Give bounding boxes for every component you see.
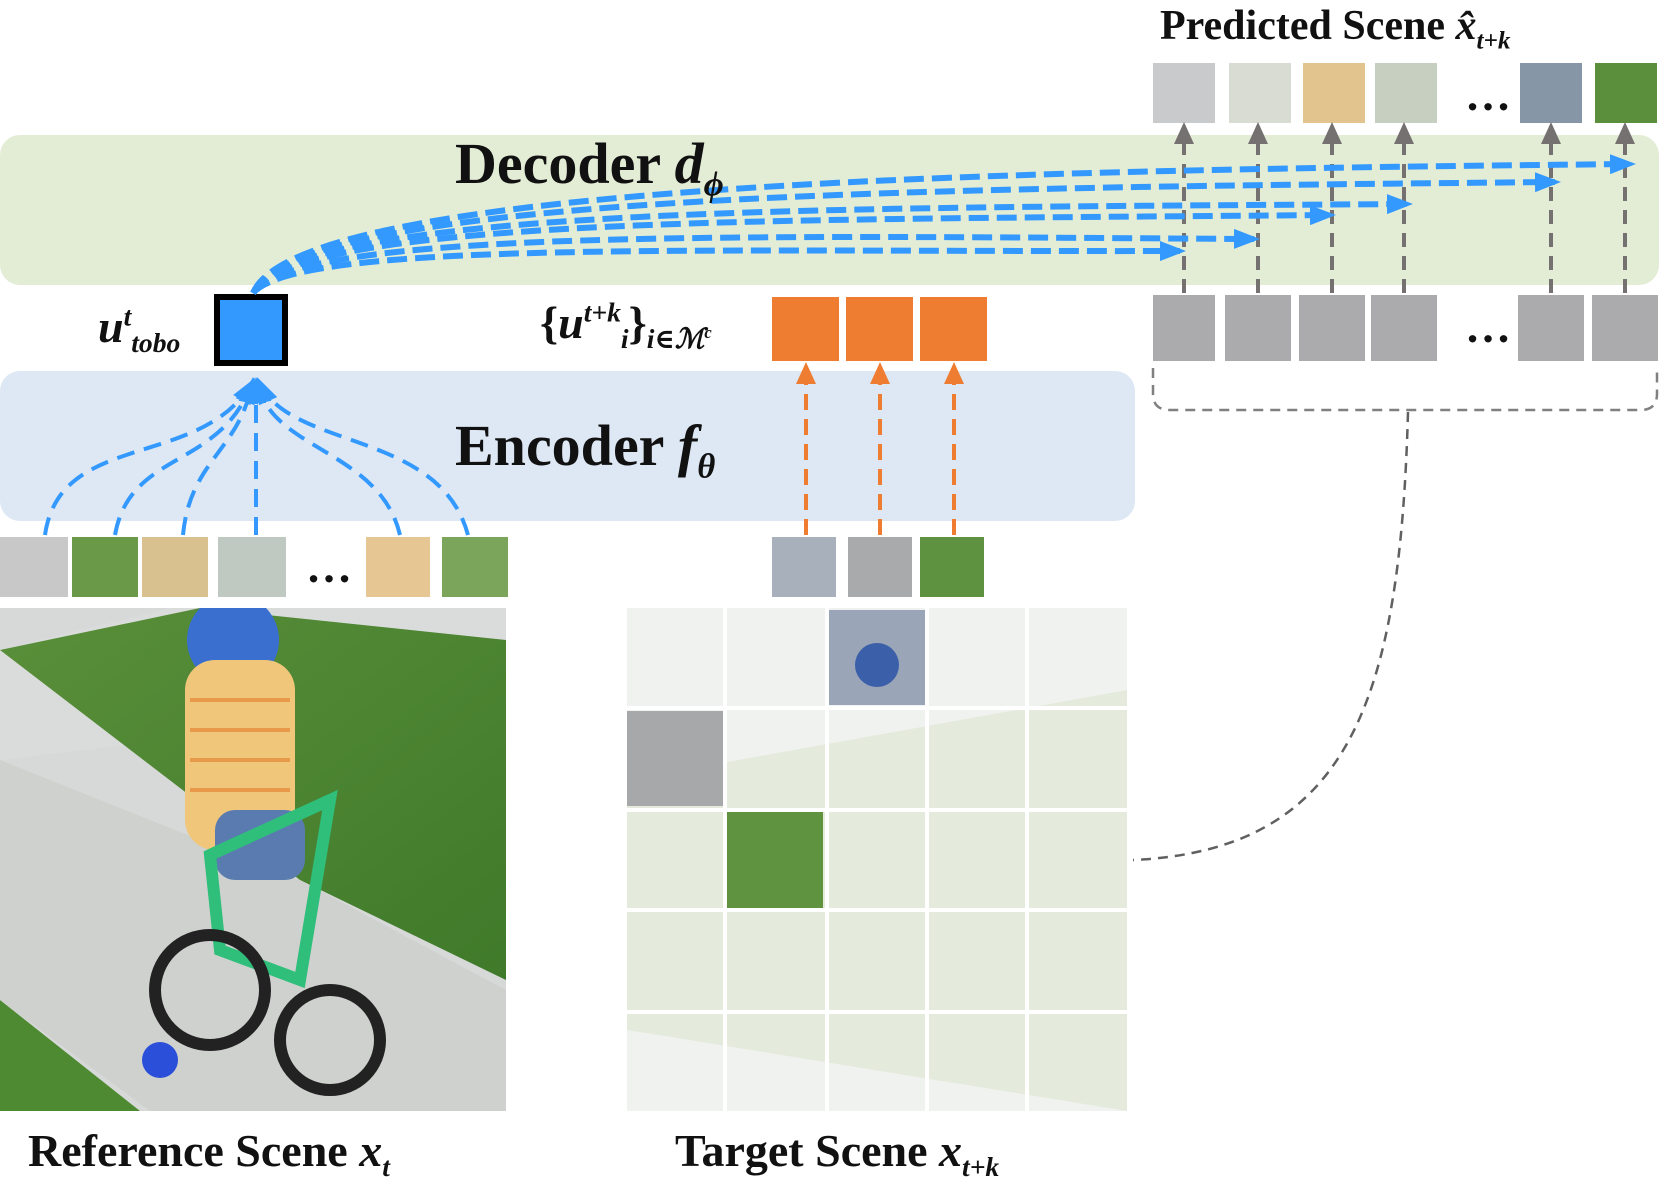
decoder-sub: ϕ: [703, 164, 724, 204]
decoder-output-tokens: [1153, 295, 1658, 361]
tobo-sub: tobo: [131, 327, 181, 359]
reference-patch-strip: [0, 537, 508, 597]
blue-encoder-arrow: [113, 377, 255, 536]
ref-patch: [142, 537, 208, 597]
ref-patch: [0, 537, 68, 597]
target-caption-var: x: [939, 1125, 963, 1176]
predicted-patches: [1153, 63, 1657, 123]
set-open: {: [540, 297, 559, 348]
blue-encoder-arrow: [43, 377, 256, 536]
tobo-var: u: [98, 301, 124, 352]
masked-var: u: [558, 297, 584, 348]
blue-decoder-arrow: [250, 228, 1260, 295]
encoder-sub: θ: [697, 446, 716, 486]
blue-decoder-arrow: [250, 194, 1413, 295]
tobo-token-label: uttobo: [98, 300, 180, 356]
bracket: [1151, 368, 1659, 412]
masked-index: i∈ℳc: [647, 323, 712, 354]
reference-scene-image: [0, 608, 506, 1111]
masked-index-text: i∈ℳ: [646, 323, 705, 355]
reference-caption-text: Reference Scene: [28, 1125, 348, 1176]
target-patch: [848, 537, 912, 597]
masked-tokens: [772, 297, 987, 361]
set-close: }: [628, 297, 647, 348]
masked-tokens-label: {ut+ki}i∈ℳc: [540, 296, 712, 352]
encoder-label: Encoder fθ: [455, 412, 715, 483]
orange-token: [846, 297, 913, 361]
ellipsis-reference: …: [306, 541, 352, 592]
target-visible-patch: [727, 812, 823, 908]
predicted-scene-sub: t+k: [1476, 27, 1511, 55]
grey-token: [1518, 295, 1584, 361]
decoder-text: Decoder: [455, 131, 661, 196]
ref-patch: [72, 537, 138, 597]
ref-patch: [442, 537, 508, 597]
encoder-var: f: [677, 413, 698, 478]
orange-token: [772, 297, 839, 361]
ref-patch: [218, 537, 286, 597]
target-scene-grid: [627, 608, 1127, 1111]
predicted-scene-title: Predicted Scene x̂t+k: [1160, 2, 1510, 53]
blue-encoder-arrow: [251, 377, 402, 536]
grey-token: [1225, 295, 1291, 361]
target-caption: Target Scene xt+k: [675, 1124, 999, 1180]
masked-index-sup: c: [704, 323, 712, 342]
predicted-patch: [1303, 63, 1365, 123]
predicted-patch: [1375, 63, 1437, 123]
grey-arrows: [1174, 122, 1635, 293]
orange-token: [920, 297, 987, 361]
ellipsis-grey: …: [1465, 301, 1511, 352]
target-patch: [772, 537, 836, 597]
ellipsis-predicted: …: [1465, 69, 1511, 120]
bracket-connector: [1132, 411, 1410, 862]
predicted-patch: [1153, 63, 1215, 123]
ref-patch: [366, 537, 430, 597]
reference-caption-sub: t: [382, 1151, 390, 1183]
target-patch-strip: [772, 537, 984, 597]
target-visible-patch: [627, 711, 723, 806]
target-patch: [920, 537, 984, 597]
blue-encoder-arrow: [257, 377, 470, 536]
target-caption-sub: t+k: [962, 1151, 1000, 1183]
grey-token: [1371, 295, 1437, 361]
orange-arrows: [796, 362, 964, 535]
target-caption-text: Target Scene: [675, 1125, 928, 1176]
reference-caption: Reference Scene xt: [28, 1124, 390, 1180]
decoder-var: d: [674, 131, 704, 196]
predicted-scene-var: x̂: [1455, 3, 1477, 49]
decoder-label: Decoder dϕ: [455, 130, 724, 201]
blue-decoder-arrow: [250, 241, 1186, 296]
tobo-sup: t: [123, 300, 132, 332]
reference-caption-var: x: [359, 1125, 383, 1176]
blue-decoder-arrow: [250, 154, 1636, 295]
masked-sub: i: [620, 323, 629, 355]
blue-encoder-arrow: [181, 377, 259, 536]
predicted-patch: [1229, 63, 1291, 123]
grey-token: [1153, 295, 1215, 361]
predicted-patch: [1520, 63, 1582, 123]
encoder-text: Encoder: [455, 413, 664, 478]
tobo-token: [214, 294, 288, 366]
predicted-scene-text: Predicted Scene: [1160, 3, 1445, 49]
blue-encoder-arrows: [43, 377, 470, 536]
grey-token: [1299, 295, 1365, 361]
masked-sup: t+k: [583, 296, 621, 328]
predicted-patch: [1595, 63, 1657, 123]
grey-token: [1592, 295, 1658, 361]
blue-decoder-arrows: [250, 154, 1636, 296]
